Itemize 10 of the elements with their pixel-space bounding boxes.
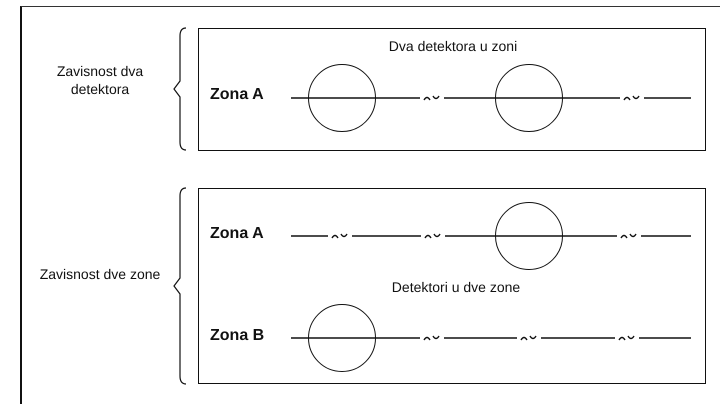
detector-circle [308, 304, 376, 372]
panel-title: Detektori u dve zone [392, 279, 520, 295]
zone-panel [198, 28, 706, 151]
dependency-label: Zavisnost dve zone [38, 265, 162, 284]
panel-title: Dva detektora u zoni [388, 38, 518, 54]
detector-circle [308, 64, 376, 132]
zone-panel [198, 188, 706, 384]
detector-circle [495, 64, 563, 132]
detector-circle [495, 202, 563, 270]
dependency-label: Zavisnost dva detektora [56, 62, 144, 98]
